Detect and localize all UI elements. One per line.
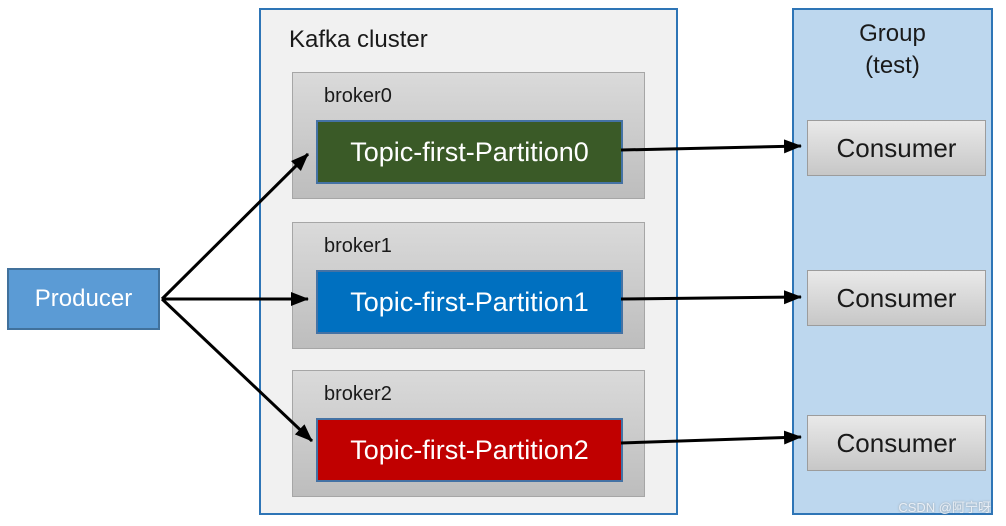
topic-first-partition2-node: Topic-first-Partition2	[316, 418, 623, 482]
consumer-node-0: Consumer	[807, 120, 986, 176]
csdn-watermark: CSDN @阿宁呀	[898, 500, 991, 515]
topic-first-partition1-node: Topic-first-Partition1	[316, 270, 623, 334]
partition1-label: Topic-first-Partition1	[350, 286, 589, 317]
partition0-label: Topic-first-Partition0	[350, 136, 589, 167]
producer-label: Producer	[34, 285, 133, 312]
broker2-label: broker2	[324, 383, 392, 405]
kafka-cluster-container: Kafka cluster broker0 Topic-first-Partit…	[259, 8, 678, 515]
consumer-group-container: Group (test) Consumer Consumer Consumer	[792, 8, 993, 515]
consumer-node-2: Consumer	[807, 415, 986, 471]
broker0-node: broker0 Topic-first-Partition0	[292, 72, 645, 199]
group-title: Group (test)	[794, 18, 991, 82]
consumer0-label: Consumer	[836, 132, 957, 163]
broker2-node: broker2 Topic-first-Partition2	[292, 370, 645, 497]
group-title-line2: (test)	[865, 52, 920, 79]
broker0-label: broker0	[324, 85, 392, 107]
partition2-label: Topic-first-Partition2	[350, 434, 589, 465]
producer-node: Producer	[7, 268, 160, 330]
consumer-node-1: Consumer	[807, 270, 986, 326]
consumer2-label: Consumer	[836, 427, 957, 458]
broker1-label: broker1	[324, 235, 392, 257]
broker1-node: broker1 Topic-first-Partition1	[292, 222, 645, 349]
consumer1-label: Consumer	[836, 282, 957, 313]
group-title-line1: Group	[859, 20, 926, 47]
kafka-cluster-title: Kafka cluster	[289, 26, 428, 53]
topic-first-partition0-node: Topic-first-Partition0	[316, 120, 623, 184]
